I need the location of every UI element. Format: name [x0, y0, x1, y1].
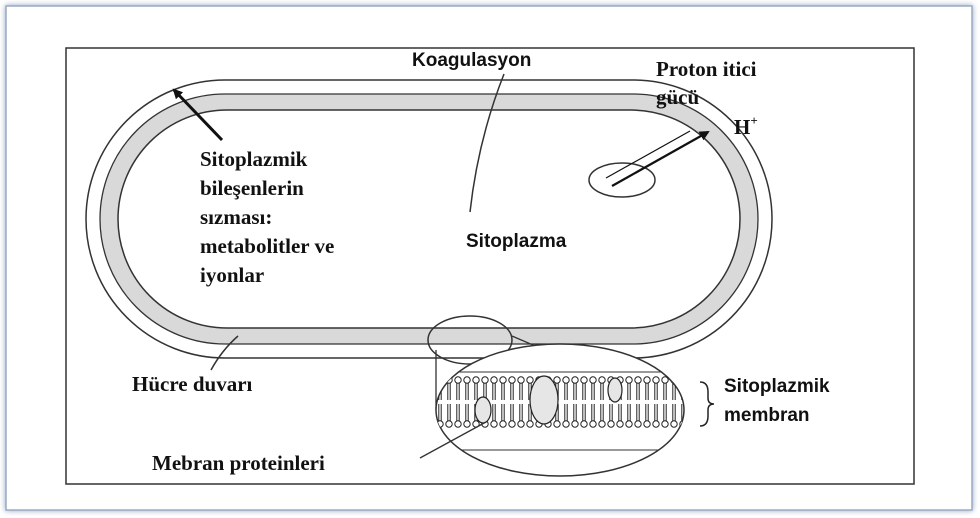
lipid-head-bottom [635, 421, 641, 427]
lipid-head-top [644, 377, 650, 383]
lipid-head-top [590, 377, 596, 383]
label-cell-wall: Hücre duvarı [132, 372, 253, 396]
lipid-head-bottom [491, 421, 497, 427]
lipid-head-bottom [446, 421, 452, 427]
lipid-head-bottom [653, 421, 659, 427]
lipid-head-top [599, 377, 605, 383]
lipid-head-bottom [527, 421, 533, 427]
label-hydrogen: H [734, 115, 750, 139]
label-coagulation: Koagulasyon [412, 50, 531, 71]
label-hydrogen-charge: + [750, 113, 757, 128]
label-leak-line4: metabolitler ve [200, 234, 334, 258]
label-cytoplasm: Sitoplazma [466, 231, 567, 252]
lipid-head-bottom [581, 421, 587, 427]
lipid-head-bottom [518, 421, 524, 427]
lipid-head-bottom [455, 421, 461, 427]
lipid-head-bottom [599, 421, 605, 427]
lipid-head-top [527, 377, 533, 383]
lipid-head-top [455, 377, 461, 383]
lipid-head-bottom [464, 421, 470, 427]
lipid-head-top [626, 377, 632, 383]
lipid-head-bottom [572, 421, 578, 427]
label-leak-line3: sızması: [200, 205, 272, 229]
lipid-head-top [509, 377, 515, 383]
lipid-head-top [464, 377, 470, 383]
membrane-protein-right [608, 378, 622, 402]
lipid-head-bottom [500, 421, 506, 427]
membrane-protein-large [530, 376, 558, 424]
label-leak-line5: iyonlar [200, 263, 264, 287]
label-proton-line2: gücü [656, 85, 700, 109]
lipid-head-top [563, 377, 569, 383]
lipid-head-top [491, 377, 497, 383]
lipid-head-top [482, 377, 488, 383]
lipid-head-top [554, 377, 560, 383]
lipid-head-top [473, 377, 479, 383]
magnifier-lens [436, 344, 684, 476]
lipid-head-bottom [608, 421, 614, 427]
lipid-head-top [500, 377, 506, 383]
cell-body [86, 80, 772, 358]
label-membrane-line1: Sitoplazmik [724, 376, 830, 397]
lipid-head-bottom [671, 421, 677, 427]
lipid-head-bottom [626, 421, 632, 427]
lipid-head-bottom [590, 421, 596, 427]
label-membrane-proteins: Mebran proteinleri [152, 451, 325, 475]
label-leak-line1: Sitoplazmik [200, 147, 308, 171]
lipid-head-bottom [509, 421, 515, 427]
lipid-head-bottom [554, 421, 560, 427]
lipid-head-top [662, 377, 668, 383]
lipid-head-top [635, 377, 641, 383]
lipid-head-bottom [644, 421, 650, 427]
lipid-head-top [518, 377, 524, 383]
label-leak-line2: bileşenlerin [200, 176, 304, 200]
lipid-head-bottom [662, 421, 668, 427]
label-proton-line1: Proton itici [656, 57, 757, 81]
membrane-protein-left [475, 397, 491, 423]
lipid-head-top [581, 377, 587, 383]
lipid-head-top [572, 377, 578, 383]
lipid-head-bottom [563, 421, 569, 427]
lipid-head-bottom [617, 421, 623, 427]
label-membrane-line2: membran [724, 405, 810, 426]
lipid-head-top [653, 377, 659, 383]
